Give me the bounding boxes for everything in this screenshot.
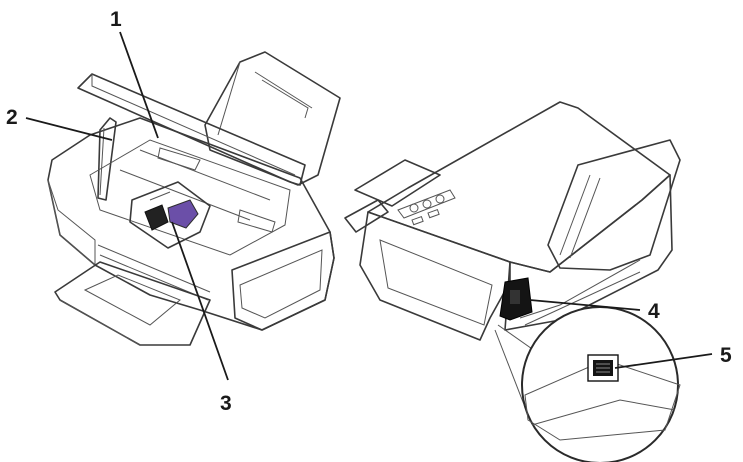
callout-number: 2: [6, 106, 18, 129]
usb-port: [587, 354, 619, 382]
rear-paper-support: [547, 139, 681, 271]
callout-number: 5: [720, 344, 732, 367]
power-port: [499, 277, 533, 321]
scanner-lid: [77, 73, 306, 186]
callout-number: 4: [648, 300, 660, 323]
callout-2: 2: [6, 106, 113, 141]
callout-4: 4: [529, 299, 660, 323]
callout-number: 1: [110, 8, 122, 31]
scanner-support-arm: [97, 117, 117, 201]
callout-5: 5: [614, 344, 732, 369]
control-panel: [397, 189, 456, 226]
color-cartridge: [167, 199, 199, 229]
callout-1: 1: [110, 8, 159, 139]
panel-button-icon: [422, 199, 432, 209]
callout-number: 3: [220, 392, 232, 415]
callout-3: 3: [171, 221, 232, 415]
panel-button-icon: [409, 203, 419, 213]
printer-rear-view: [344, 101, 681, 341]
panel-button-icon: [435, 194, 445, 204]
cartridge-carrier: [129, 181, 211, 249]
printer-body: [47, 117, 335, 331]
usb-port-zoom: [494, 306, 681, 462]
printer-front-view: [47, 51, 341, 346]
paper-support-rear: [204, 51, 341, 186]
printer-interior: [89, 139, 291, 256]
black-cartridge: [144, 204, 169, 231]
paper-exit-tray: [54, 261, 211, 346]
